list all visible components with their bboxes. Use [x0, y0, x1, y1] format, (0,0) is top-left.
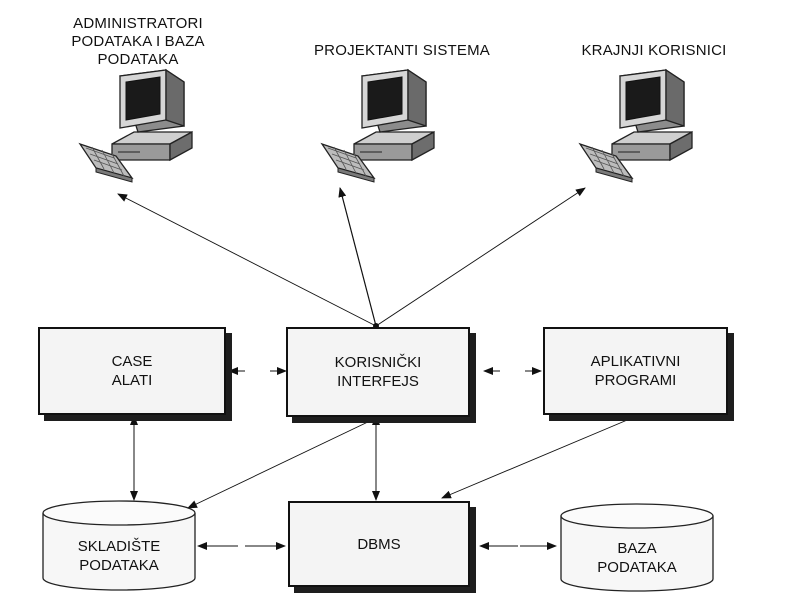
- admin-label: ADMINISTRATORI PODATAKA I BAZA PODATAKA: [71, 15, 205, 68]
- application-programs-box: APLIKATIVNI PROGRAMI: [543, 327, 728, 415]
- ui-to-endusers-arrow: [375, 187, 586, 327]
- user-interface-box: KORISNIČKI INTERFEJS: [286, 327, 470, 417]
- ui-to-admin-arrow: [117, 193, 377, 327]
- case-tools-box: CASE ALATI: [38, 327, 226, 415]
- computer-icon: [579, 69, 693, 183]
- apps-to-dbms-arrow: [441, 417, 633, 499]
- computer-icon: [321, 69, 435, 183]
- dbms-box: DBMS: [288, 501, 470, 587]
- computer-icon: [79, 69, 193, 183]
- ui-to-warehouse-arrow: [187, 419, 373, 509]
- database-label: BAZA PODATAKA: [597, 540, 677, 576]
- ui-to-designers-arrow: [338, 187, 377, 327]
- warehouse-label: SKLADIŠTE PODATAKA: [77, 538, 161, 574]
- designers-label: PROJEKTANTI SISTEMA: [313, 42, 491, 59]
- warehouse-cylinder: [42, 500, 196, 591]
- database-cylinder: [560, 503, 714, 592]
- endusers-label: KRAJNJI KORISNICI: [581, 42, 727, 59]
